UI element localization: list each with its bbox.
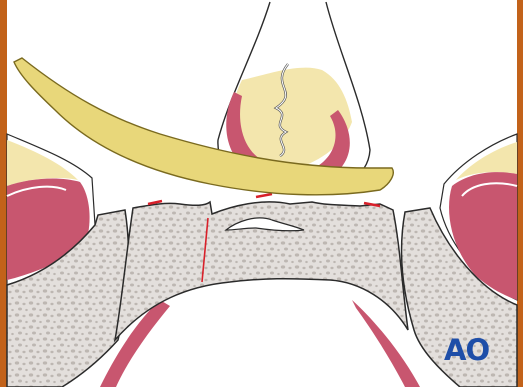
frame-left-edge <box>0 0 7 387</box>
frame-right-edge <box>517 0 523 387</box>
ao-logo: AO <box>444 336 489 365</box>
